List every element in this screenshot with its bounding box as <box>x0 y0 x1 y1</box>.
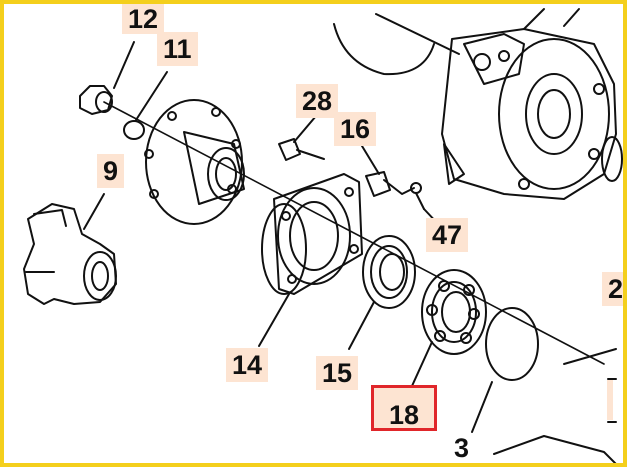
leader-28 <box>293 115 317 143</box>
leader-14 <box>258 293 290 347</box>
top-arc <box>333 23 435 76</box>
flange-hub-drawing <box>144 99 245 225</box>
callout-15[interactable]: 15 <box>316 356 359 390</box>
right-edge-box <box>607 378 617 423</box>
callout-2-partial[interactable]: 2 <box>602 272 623 306</box>
callout-11[interactable]: 11 <box>157 32 198 66</box>
callout-partial-right <box>607 380 613 420</box>
callout-16[interactable]: 16 <box>334 112 377 146</box>
callout-14[interactable]: 14 <box>226 348 269 382</box>
top-leader-line <box>375 13 460 55</box>
leader-18 <box>411 341 433 387</box>
leader-3 <box>471 381 493 433</box>
leader-15 <box>348 301 375 350</box>
callout-47[interactable]: 47 <box>426 218 469 252</box>
o-ring-drawing <box>485 307 539 381</box>
retainer-plate-drawing <box>261 173 363 295</box>
screw-drawing <box>410 182 425 210</box>
clip-drawing <box>365 171 415 197</box>
leader-9 <box>83 193 105 230</box>
leader-11 <box>135 71 168 121</box>
center-axis-line <box>103 101 605 365</box>
bearing-drawing <box>421 269 487 355</box>
callout-3[interactable]: 3 <box>454 433 470 463</box>
axle-housing-drawing <box>441 8 623 200</box>
seal-drawing <box>362 235 416 309</box>
bottom-right-partial <box>493 435 617 463</box>
leader-16 <box>361 145 380 175</box>
nut-drawing <box>79 85 113 115</box>
right-leader-line <box>563 348 617 365</box>
callout-18-selected[interactable]: 18 <box>371 385 437 431</box>
bolt-drawing <box>278 138 325 161</box>
washer-drawing <box>123 120 145 140</box>
callout-9[interactable]: 9 <box>97 154 125 188</box>
yoke-drawing <box>23 203 117 305</box>
exploded-parts-drawing <box>23 8 623 463</box>
callout-12[interactable]: 12 <box>122 4 165 34</box>
callout-28[interactable]: 28 <box>296 84 339 118</box>
leader-12 <box>113 41 135 89</box>
